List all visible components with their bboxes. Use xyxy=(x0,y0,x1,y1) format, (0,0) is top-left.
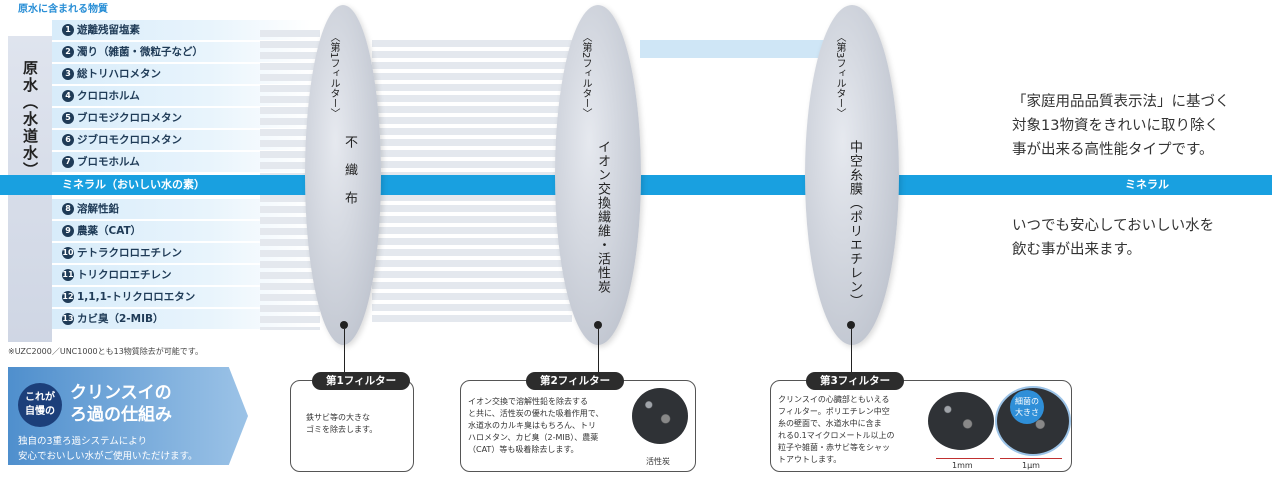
banner-title: クリンスイの ろ過の仕組み xyxy=(70,383,172,425)
info-box-3-tag: 第3フィルター xyxy=(806,372,905,390)
filter-2-dot xyxy=(594,321,602,329)
mineral-label: ミネラル（おいしい水の素） xyxy=(62,178,205,191)
filter-3 xyxy=(805,5,899,345)
info-box-1-text: 鉄サビ等の大きな ゴミを除去します。 xyxy=(306,413,378,434)
substance-label: 遊離残留塩素 xyxy=(77,24,140,36)
filter-3-number: 〈第3フィルター〉 xyxy=(834,32,845,119)
mineral-label-right: ミネラル xyxy=(1125,178,1169,191)
filter-2 xyxy=(555,5,641,345)
info-box-1 xyxy=(290,380,414,472)
substance-label: トリクロロエチレン xyxy=(77,269,172,281)
dimension-label-left: 1mm xyxy=(952,461,973,470)
dimension-label-right: 1μm xyxy=(1022,461,1040,470)
filter-2-leader xyxy=(598,329,599,372)
filter-3-name: 中空糸膜（ポリエチレン） xyxy=(847,140,862,308)
filter-3-dot xyxy=(847,321,855,329)
footnote: ※UZC2000／UNC1000とも13物質除去が可能です。 xyxy=(8,347,204,356)
substance-label: ブロモホルム xyxy=(77,156,140,168)
substance-label: ジブロモクロロメタン xyxy=(77,134,182,146)
filter-1 xyxy=(305,5,381,345)
dimension-line-right xyxy=(1000,458,1062,459)
hollow-fiber-image xyxy=(928,392,994,450)
description-1: 「家庭用品品質表示法」に基づく 対象13物資をきれいに取り除く 事が出来る高性能… xyxy=(1012,94,1230,158)
substance-label: 総トリハロメタン xyxy=(77,68,161,80)
filter-1-number: 〈第1フィルター〉 xyxy=(328,32,339,119)
source-label: 原水（水道水） xyxy=(21,60,39,179)
dimension-line-left xyxy=(936,458,994,459)
substance-label: テトラクロロエチレン xyxy=(77,247,182,259)
filter-2-name: イオン交換繊維・活性炭 xyxy=(595,140,610,294)
substance-label: 1,1,1-トリクロロエタン xyxy=(77,291,196,303)
filter-1-leader xyxy=(344,329,345,372)
header-caption: 原水に含まれる物質 xyxy=(18,4,108,15)
substance-label: クロロホルム xyxy=(77,90,140,102)
description-2: いつでも安心しておいしい水を 飲む事が出来ます。 xyxy=(1012,218,1215,258)
info-box-2-tag: 第2フィルター xyxy=(526,372,625,390)
flow-link xyxy=(640,40,828,58)
substance-label: 溶解性鉛 xyxy=(77,203,119,215)
substance-label: カビ臭（2-MIB） xyxy=(77,313,164,325)
activated-carbon-caption: 活性炭 xyxy=(646,457,670,466)
filter-3-leader xyxy=(851,329,852,372)
activated-carbon-image xyxy=(632,388,688,444)
info-box-3-text: クリンスイの心臓部ともいえる フィルター。ポリエチレン中空 糸の壁面で、水道水中… xyxy=(778,395,895,464)
filter-2-number: 〈第2フィルター〉 xyxy=(580,32,591,119)
substance-label: 濁り（雑菌・微粒子など） xyxy=(77,46,203,58)
filter-1-dot xyxy=(340,321,348,329)
badge: これが 自慢の xyxy=(18,383,62,427)
substance-label: 農薬（CAT） xyxy=(77,225,142,237)
substance-label: ブロモジクロロメタン xyxy=(77,112,182,124)
bacteria-size-badge: 細菌の 大きさ xyxy=(1010,390,1044,424)
info-box-1-tag: 第1フィルター xyxy=(312,372,411,390)
filter-1-name: 不 織 布 xyxy=(342,135,357,205)
info-box-2-text: イオン交換で溶解性鉛を除去する と共に、活性炭の優れた吸着作用で、 水道水のカル… xyxy=(468,397,604,454)
banner-subtitle: 独自の3重ろ過システムにより 安心でおいしい水がご使用いただけます。 xyxy=(18,436,198,462)
